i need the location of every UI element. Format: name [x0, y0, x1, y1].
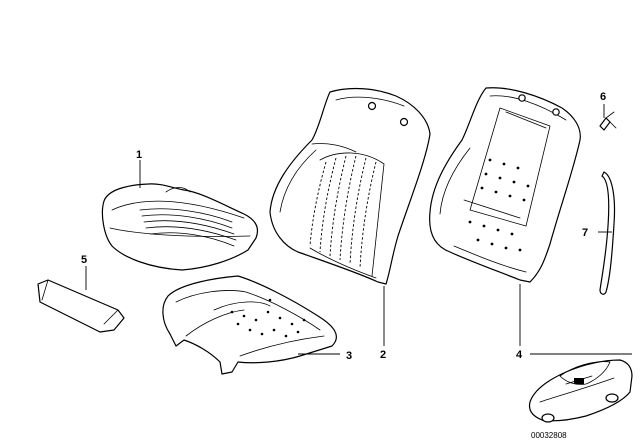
side-trim-panel[interactable]: [37, 279, 125, 333]
wire-bracket-part[interactable]: [599, 171, 616, 295]
callout-6: 6: [600, 91, 606, 103]
frame-holes: [230, 298, 306, 338]
callout-1: 1: [136, 149, 142, 161]
callout-4: 4: [516, 349, 523, 361]
backrest-cover[interactable]: [269, 87, 431, 285]
backrest-center-ribs: [309, 155, 377, 269]
seat-cushion-cover[interactable]: [101, 183, 259, 271]
callout-3: 3: [346, 350, 352, 362]
callout-5: 5: [81, 254, 87, 266]
backrest-cushion[interactable]: [429, 87, 581, 283]
callout-2: 2: [380, 349, 386, 361]
callout-labels: 1 2 3 4 5 6 7: [81, 91, 606, 362]
callout-7: 7: [582, 227, 588, 239]
cushion-center-stripes: [139, 208, 237, 247]
drawing-number: 00032808: [531, 431, 567, 440]
car-thumbnail: 00032808: [528, 359, 633, 440]
clip-part[interactable]: [599, 111, 617, 131]
seat-cushion-frame[interactable]: [162, 275, 337, 375]
backrest-holes: [468, 158, 530, 252]
leader-lines: [85, 104, 632, 355]
